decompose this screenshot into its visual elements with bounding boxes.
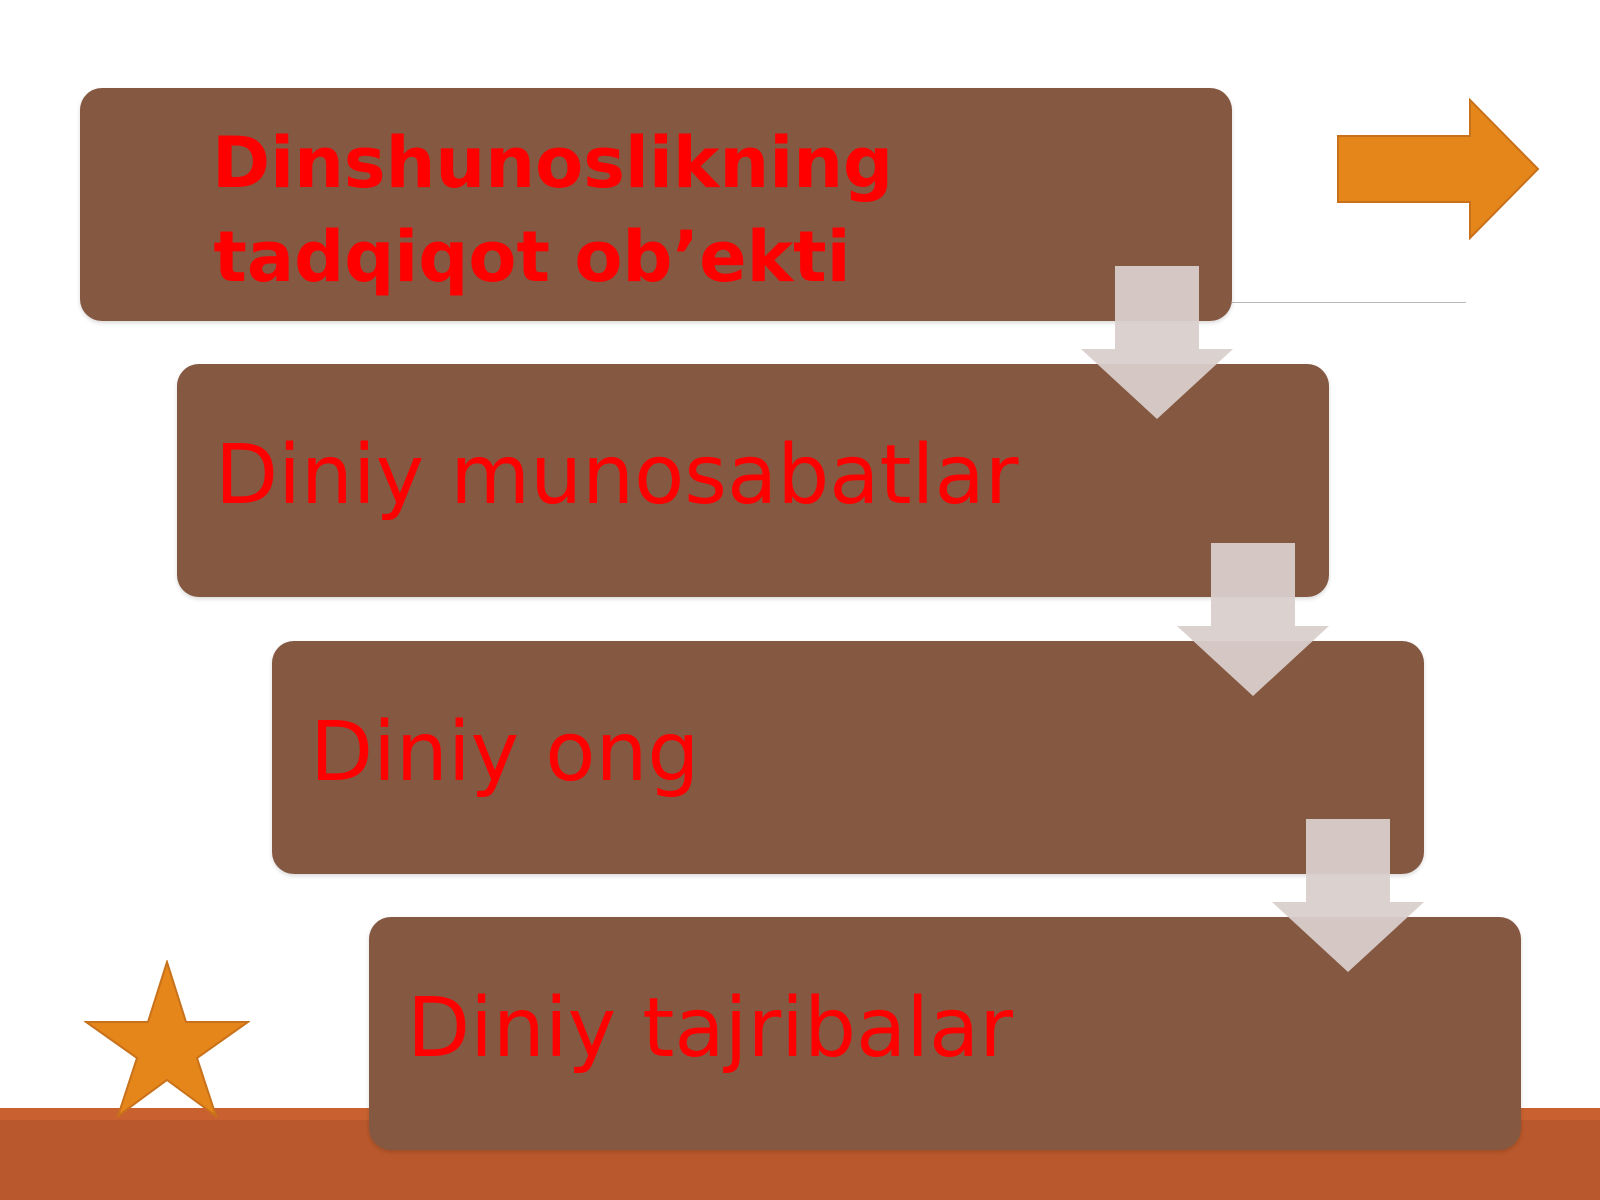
step-label-4: Diniy tajribalar [407, 981, 1013, 1076]
step-box-2: Diniy munosabatlar [177, 364, 1329, 597]
step-box-1: Dinshunoslikning tadqiqot ob’ekti [80, 88, 1232, 321]
step-box-4: Diniy tajribalar [369, 917, 1521, 1150]
down-arrow-icon [1177, 543, 1329, 696]
down-arrow-icon [1081, 266, 1233, 419]
down-arrow-icon [1272, 819, 1424, 972]
step-label-1: Dinshunoslikning tadqiqot ob’ekti [212, 122, 894, 298]
divider-line [1232, 302, 1466, 303]
step-box-3: Diniy ong [272, 641, 1424, 874]
step-label-3: Diniy ong [310, 705, 700, 800]
step-label-2: Diniy munosabatlar [215, 428, 1019, 523]
star-icon [84, 960, 250, 1118]
right-arrow-icon [1337, 98, 1540, 240]
